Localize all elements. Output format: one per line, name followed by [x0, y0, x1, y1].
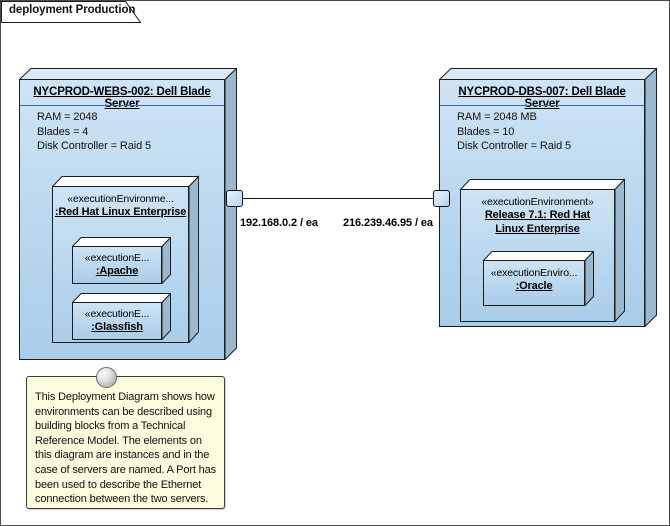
port-label-right: 216.239.46.95 / ea: [343, 217, 433, 229]
node-3d-shape-icon: [72, 236, 171, 284]
port-label-left: 192.168.0.2 / ea: [240, 217, 318, 229]
node-3d-shape-icon: [460, 178, 625, 322]
node-redhat-release-71-label: «executionEnvironment» Release 7.1: Red …: [461, 196, 614, 236]
ethernet-connector[interactable]: [235, 198, 441, 199]
node-web-server[interactable]: NYCPROD-WEBS-002: Dell Blade Server RAM …: [19, 34, 237, 360]
node-redhat-release-71[interactable]: «executionEnvironment» Release 7.1: Red …: [460, 178, 625, 322]
node-db-server[interactable]: NYCPROD-DBS-007: Dell Blade Server RAM =…: [439, 34, 657, 327]
note-text: This Deployment Diagram shows how enviro…: [35, 391, 216, 506]
node-oracle-body: «executionEnviro... :Oracle: [483, 260, 585, 306]
stereotype-label: «executionEnvironme...: [67, 193, 174, 205]
instance-name-label: :Red Hat Linux Enterprise: [54, 206, 187, 218]
node-web-server-attributes: RAM = 2048 Blades = 4 Disk Controller = …: [37, 110, 151, 154]
diagram-frame-tab[interactable]: deployment Production: [1, 1, 141, 23]
stereotype-label: «executionE...: [84, 308, 150, 320]
node-web-server-body: NYCPROD-WEBS-002: Dell Blade Server RAM …: [19, 79, 225, 360]
attribute-disk-controller: Disk Controller = Raid 5: [457, 140, 572, 152]
node-oracle[interactable]: «executionEnviro... :Oracle: [483, 250, 594, 306]
instance-name-label: :Glassfish: [91, 321, 143, 333]
attribute-disk-controller: Disk Controller = Raid 5: [37, 140, 152, 152]
attribute-ram: RAM = 2048: [37, 111, 98, 123]
node-glassfish-body: «executionE... :Glassfish: [72, 302, 162, 340]
node-3d-shape-icon: [483, 250, 594, 306]
stereotype-label: «executionE...: [84, 252, 150, 264]
note-anchor-icon: [96, 367, 117, 388]
node-apache[interactable]: «executionE... :Apache: [72, 236, 171, 284]
instance-name-label: Release 7.1: Red Hat Linux Enterprise: [484, 209, 591, 235]
node-web-server-title: NYCPROD-WEBS-002: Dell Blade Server: [33, 86, 211, 110]
diagram-tab-label: deployment Production: [9, 4, 136, 16]
instance-name-label: :Apache: [95, 265, 139, 277]
attribute-blades: Blades = 10: [457, 125, 515, 138]
node-3d-shape-icon: [52, 175, 199, 343]
title-separator: [440, 105, 644, 106]
tab-shape-icon: [1, 1, 141, 23]
instance-name-label: :Oracle: [515, 280, 553, 292]
title-separator: [20, 105, 224, 106]
node-apache-label: «executionE... :Apache: [73, 252, 161, 279]
node-red-hat-linux-body: «executionEnvironme... :Red Hat Linux En…: [52, 186, 189, 343]
node-glassfish[interactable]: «executionE... :Glassfish: [72, 292, 171, 340]
node-red-hat-linux-label: «executionEnvironme... :Red Hat Linux En…: [53, 193, 188, 220]
node-oracle-label: «executionEnviro... :Oracle: [484, 267, 584, 294]
node-redhat-release-71-body: «executionEnvironment» Release 7.1: Red …: [460, 189, 615, 322]
port-db-server[interactable]: [433, 190, 450, 207]
stereotype-label: «executionEnvironment»: [481, 196, 594, 208]
node-apache-body: «executionE... :Apache: [72, 246, 162, 284]
node-3d-shape-icon: [439, 67, 657, 327]
node-db-server-body: NYCPROD-DBS-007: Dell Blade Server RAM =…: [439, 79, 645, 327]
node-glassfish-label: «executionE... :Glassfish: [73, 308, 161, 335]
port-web-server[interactable]: [226, 190, 243, 207]
attribute-ram: RAM = 2048 MB: [457, 111, 537, 123]
diagram-note[interactable]: This Deployment Diagram shows how enviro…: [26, 376, 225, 509]
node-db-server-title: NYCPROD-DBS-007: Dell Blade Server: [458, 86, 626, 110]
node-db-server-attributes: RAM = 2048 MB Blades = 10 Disk Controlle…: [457, 110, 571, 154]
attribute-blades: Blades = 4: [37, 125, 89, 138]
stereotype-label: «executionEnviro...: [490, 267, 578, 279]
node-red-hat-linux[interactable]: «executionEnvironme... :Red Hat Linux En…: [52, 175, 199, 343]
